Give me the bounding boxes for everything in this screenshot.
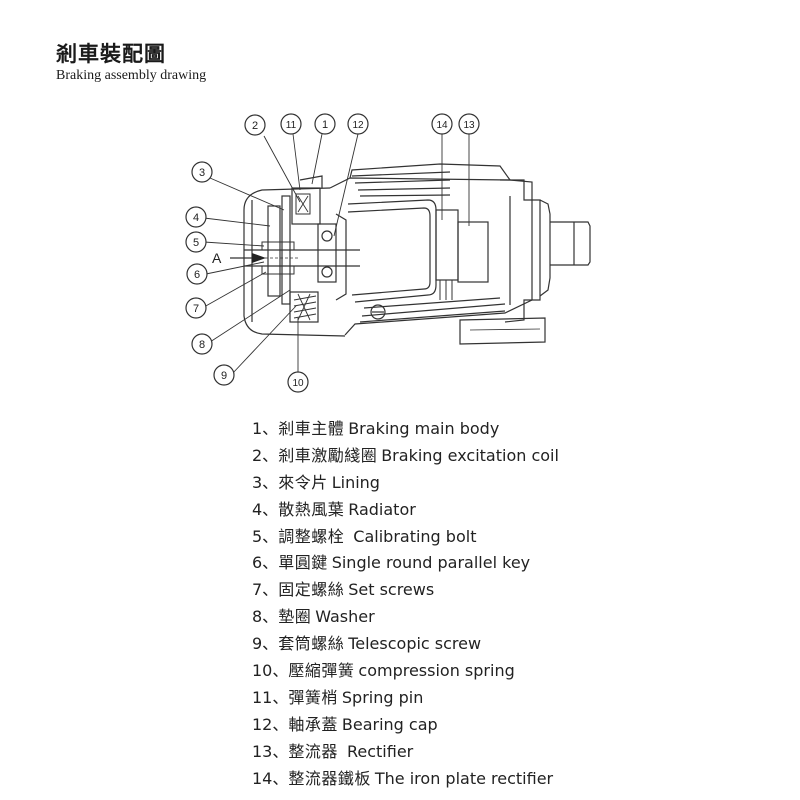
legend-number: 2、 (252, 445, 279, 465)
callout-5: 5 (185, 231, 207, 253)
legend-en: compression spring (358, 661, 515, 681)
legend-zh: 墊圈 (278, 607, 312, 627)
callout-14: 14 (431, 113, 453, 135)
callout-3: 3 (191, 161, 213, 183)
legend-zh: 壓縮彈簧 (288, 661, 355, 681)
legend-en: Braking main body (348, 419, 500, 438)
callout-11: 11 (280, 113, 302, 135)
legend-number: 5、 (252, 526, 279, 546)
callout-3-number: 3 (199, 167, 205, 179)
brake-assembly (243, 175, 360, 337)
callout-6-number: 6 (194, 269, 200, 281)
callout-13: 13 (458, 113, 480, 135)
callout-1-number: 1 (322, 119, 328, 131)
legend-number: 10、 (252, 661, 289, 681)
legend-zh: 固定螺絲 (278, 580, 345, 600)
legend-zh: 整流器鐵板 (288, 768, 371, 788)
legend-number: 13、 (252, 741, 289, 761)
legend-number: 1、 (252, 419, 279, 438)
motor-body (329, 163, 591, 345)
callout-7-number: 7 (193, 303, 199, 315)
legend-number: 8、 (252, 607, 279, 627)
legend-en: Calibrating bolt (348, 526, 477, 546)
page-title: 剎車裝配圖 (56, 42, 166, 66)
callout-12: 12 (347, 113, 369, 135)
legend-zh: 剎車激勵綫圈 (278, 445, 378, 465)
callout-1: 1 (314, 113, 336, 135)
legend-en: Radiator (348, 499, 416, 519)
legend-zh: 整流器 (288, 741, 338, 761)
legend-en: Telescopic screw (348, 634, 482, 654)
legend-en: Rectifier (341, 741, 414, 761)
legend-zh: 來令片 (278, 472, 328, 492)
legend-zh: 剎車主體 (278, 419, 345, 438)
brake-motor-assembly-drawing: A 2 11 1 12 14 13 3 4 5 6 7 8 9 10 (185, 113, 591, 393)
legend-en: Lining (331, 472, 380, 492)
legend-number: 9、 (252, 634, 279, 654)
legend-item: 5、調整螺栓 Calibrating bolt (252, 524, 559, 551)
legend-en: Braking excitation coil (381, 445, 559, 465)
legend-number: 11、 (252, 687, 289, 707)
legend-en: Set screws (348, 580, 435, 600)
legend-number: 4、 (252, 499, 279, 519)
arrow-a: A (212, 250, 266, 266)
callout-14-number: 14 (436, 120, 448, 131)
callout-2-number: 2 (252, 120, 258, 132)
callout-9: 9 (213, 364, 235, 386)
callout-6: 6 (186, 263, 208, 285)
page-subtitle: Braking assembly drawing (56, 68, 207, 83)
legend-en: Single round parallel key (331, 553, 531, 573)
callout-10: 10 (287, 371, 309, 393)
legend-zh: 單圓鍵 (278, 553, 328, 573)
callout-8: 8 (191, 333, 213, 355)
leader-lines (203, 133, 470, 375)
legend-number: 12、 (252, 714, 289, 734)
callout-9-number: 9 (221, 370, 227, 382)
legend-number: 6、 (252, 553, 279, 573)
legend-zh: 調整螺栓 (278, 526, 345, 546)
callout-10-number: 10 (292, 378, 304, 389)
legend-item: 13、整流器 Rectifier (252, 739, 559, 766)
legend-zh: 彈簧梢 (288, 687, 338, 707)
legend-zh: 套筒螺絲 (278, 634, 345, 654)
callout-13-number: 13 (463, 120, 475, 131)
callout-7: 7 (185, 297, 207, 319)
callout-12-number: 12 (352, 120, 364, 131)
legend-en: Bearing cap (341, 714, 438, 734)
callout-4-number: 4 (193, 212, 199, 224)
legend-en: The iron plate rectifier (374, 768, 554, 788)
callout-11-number: 11 (286, 120, 297, 131)
legend-zh: 軸承蓋 (288, 714, 338, 734)
callout-2: 2 (244, 114, 266, 136)
callouts: 2 11 1 12 14 13 3 4 5 6 7 8 9 10 (185, 113, 480, 393)
legend-number: 7、 (252, 580, 279, 600)
legend-zh: 散熱風葉 (278, 499, 345, 519)
callout-4: 4 (185, 206, 207, 228)
legend-en: Washer (315, 607, 375, 627)
legend-number: 14、 (252, 768, 289, 788)
arrow-a-label: A (212, 250, 222, 266)
legend-number: 3、 (252, 472, 279, 492)
callout-8-number: 8 (199, 339, 205, 351)
legend-en: Spring pin (341, 687, 424, 707)
callout-5-number: 5 (193, 237, 199, 249)
